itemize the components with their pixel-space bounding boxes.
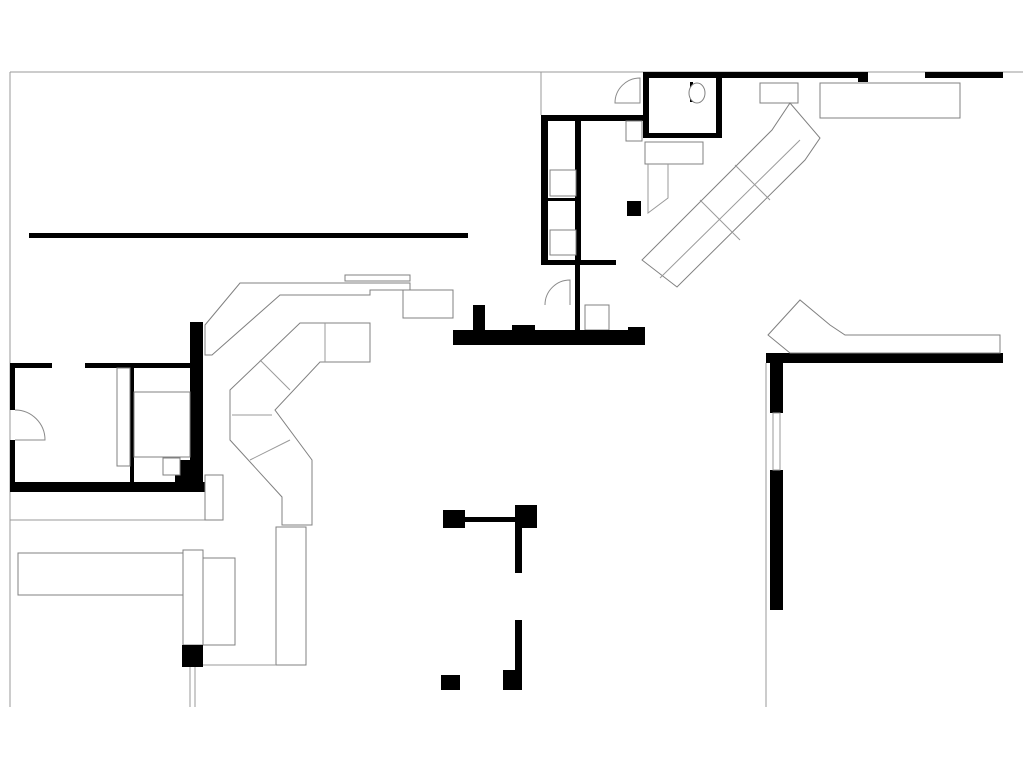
door-swing	[544, 279, 571, 306]
left-walls	[10, 322, 205, 492]
boundary-lines	[9, 71, 1023, 707]
long-wall-bar	[29, 233, 468, 238]
door-swing	[14, 409, 46, 441]
toilet-icon	[688, 82, 706, 104]
south-wall	[453, 305, 645, 345]
top-right-walls	[541, 72, 1003, 330]
door-swing	[614, 77, 641, 104]
central-columns	[441, 505, 537, 690]
sink-icon	[759, 82, 799, 104]
top-right-fixtures	[544, 77, 961, 331]
right-walls	[766, 299, 1003, 610]
bar-counter	[17, 274, 454, 667]
